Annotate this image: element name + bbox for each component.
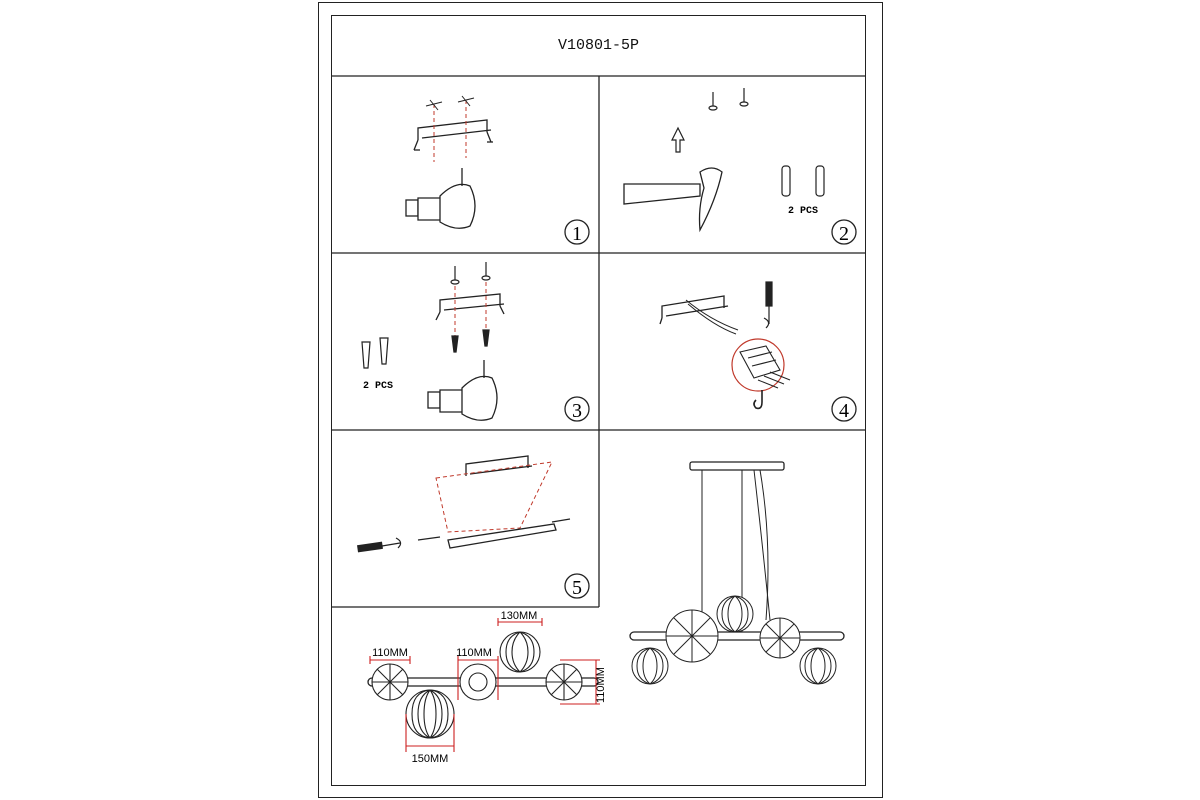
step-4-number-badge: 4: [831, 396, 857, 422]
globe-shades: [631, 595, 837, 685]
model-title: V10801-5P: [557, 37, 639, 54]
step-2-panel: 2 PCS 2: [623, 88, 857, 245]
globe-icon: [545, 663, 583, 701]
ceiling-canopy-icon: [689, 461, 785, 471]
step-3-number: 3: [572, 400, 582, 422]
step-1-number-badge: 1: [564, 219, 590, 245]
step-1-panel: 1: [405, 95, 590, 245]
step-5-panel: 5: [357, 455, 590, 599]
globe-shades: [371, 631, 583, 739]
step-1-number: 1: [572, 223, 582, 245]
step-3-quantity: 2 PCS: [363, 381, 393, 392]
dimension-label-1: 110MM: [372, 647, 408, 659]
screw-icon: [417, 518, 571, 541]
canopy-plate-icon: [447, 523, 557, 549]
globe-icon: [459, 663, 497, 701]
ceiling-bracket-icon: [465, 455, 533, 476]
globe-icon: [499, 631, 541, 673]
assembled-fixture-drawing: [629, 461, 845, 685]
step-2-quantity: 2 PCS: [788, 206, 818, 217]
wood-screw-icon: [361, 337, 389, 369]
screwdriver-icon: [763, 281, 773, 329]
globe-icon: [631, 647, 669, 685]
wire-icon: [685, 299, 739, 335]
dimension-drawing: 110MM 110MM 130MM 110MM 150MM: [367, 610, 607, 765]
globe-icon: [759, 617, 801, 659]
wire-ends-icon: [757, 371, 791, 389]
dimension-lines: [369, 618, 600, 752]
wall-plug-icon: [451, 329, 490, 353]
fixture-bar-icon: [629, 631, 845, 641]
sheet-outer-frame: [318, 2, 883, 798]
mounting-bracket-icon: [659, 295, 729, 325]
globe-icon: [799, 647, 837, 685]
mounting-bracket-icon: [435, 293, 505, 321]
step-4-panel: 4: [659, 281, 857, 422]
dimension-label-3: 130MM: [501, 610, 538, 622]
wall-plug-icon: [781, 165, 825, 197]
drill-guide-lines: [433, 100, 467, 162]
alignment-guide-lines: [435, 461, 553, 533]
dimension-label-5: 150MM: [412, 753, 449, 765]
step-2-number-badge: 2: [831, 219, 857, 245]
drill-icon: [427, 360, 498, 421]
hook-icon: [753, 390, 763, 410]
suspension-cables: [701, 469, 771, 634]
step-3-panel: 2 PCS 3: [361, 262, 590, 422]
dimension-label-4: 110MM: [595, 667, 607, 703]
hammer-icon: [623, 167, 723, 233]
panel-grid: [331, 75, 866, 608]
dimension-label-2: 110MM: [456, 647, 492, 659]
globe-icon: [371, 663, 409, 701]
drill-icon: [405, 168, 476, 229]
step-4-number: 4: [839, 400, 849, 422]
screwdriver-icon: [357, 537, 402, 553]
drill-guide-lines: [454, 282, 487, 338]
globe-icon: [665, 609, 719, 663]
sheet-inner-frame: V10801-5P: [331, 15, 866, 786]
step-5-number-badge: 5: [564, 573, 590, 599]
globe-icon: [405, 689, 455, 739]
step-5-number: 5: [572, 577, 582, 599]
screw-icon: [708, 88, 749, 111]
drill-marks-icon: [425, 95, 475, 111]
screw-icon: [450, 262, 491, 285]
step-3-number-badge: 3: [564, 396, 590, 422]
arrow-up-icon: [671, 126, 685, 153]
globe-icon: [716, 595, 754, 633]
mounting-bracket-icon: [413, 119, 493, 151]
terminal-block-detail: [731, 338, 791, 392]
step-2-number: 2: [839, 223, 849, 245]
